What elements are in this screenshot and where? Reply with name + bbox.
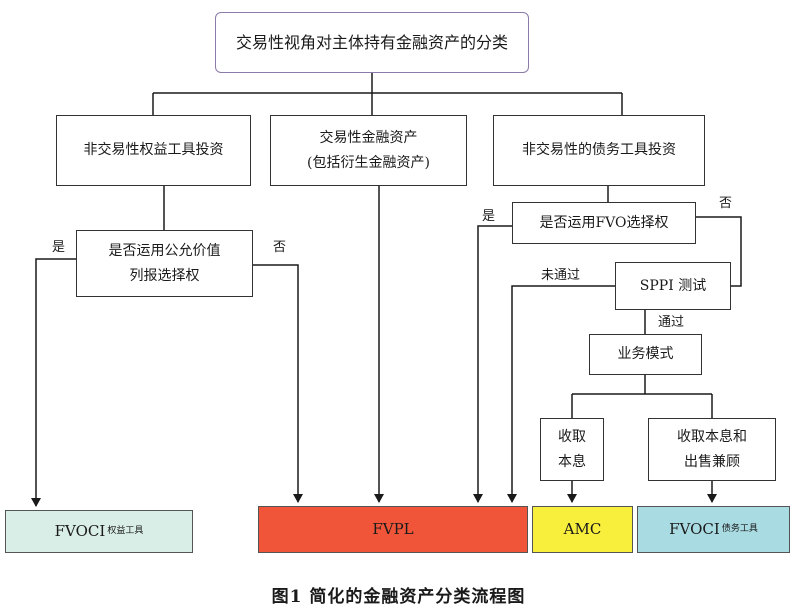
sppi-test-node: SPPI 测试 [615,262,731,310]
figure-caption: 图1 简化的金融资产分类流程图 [271,587,526,607]
business-model-node: 业务模式 [589,334,702,375]
result-fvpl: FVPL [258,506,528,553]
result-amc: AMC [532,506,633,553]
equity-no-arrow [253,264,303,503]
equity-investment-node: 非交易性权益工具投资 [56,115,251,186]
result-fvoci-debt-sub: 债务工具 [721,523,758,534]
sppi-fail-label: 未通过 [541,268,581,283]
collect-node: 收取 本息 [540,418,604,481]
sppi-pass-label: 通过 [658,315,685,330]
result-amc-label: AMC [563,520,602,539]
result-fvpl-label: FVPL [372,520,414,539]
fair-value-option-node: 是否运用公允价值 列报选择权 [76,230,253,297]
result-fvoci-debt-label: FVOCI [669,520,720,539]
result-fvoci-equity-sub: 权益工具 [107,525,144,536]
equity-yes-arrow [31,258,76,507]
equity-yes-label: 是 [52,240,66,255]
result-fvoci-equity-label: FVOCI [54,522,106,541]
equity-no-label: 否 [273,240,287,255]
trading-asset-node: 交易性金融资产 (包括衍生金融资产) [270,115,467,186]
fvo-yes-label: 是 [482,209,496,224]
debt-investment-node: 非交易性的债务工具投资 [493,115,705,186]
fvo-no-line [696,216,742,287]
fvo-option-node: 是否运用FVO选择权 [512,202,696,244]
sppi-fail-arrow [507,285,615,503]
root-node: 交易性视角对主体持有金融资产的分类 [215,12,529,73]
collect-and-sell-node: 收取本息和 出售兼顾 [648,418,776,481]
fvo-yes-arrow [473,225,512,503]
fvo-no-label: 否 [719,196,733,211]
